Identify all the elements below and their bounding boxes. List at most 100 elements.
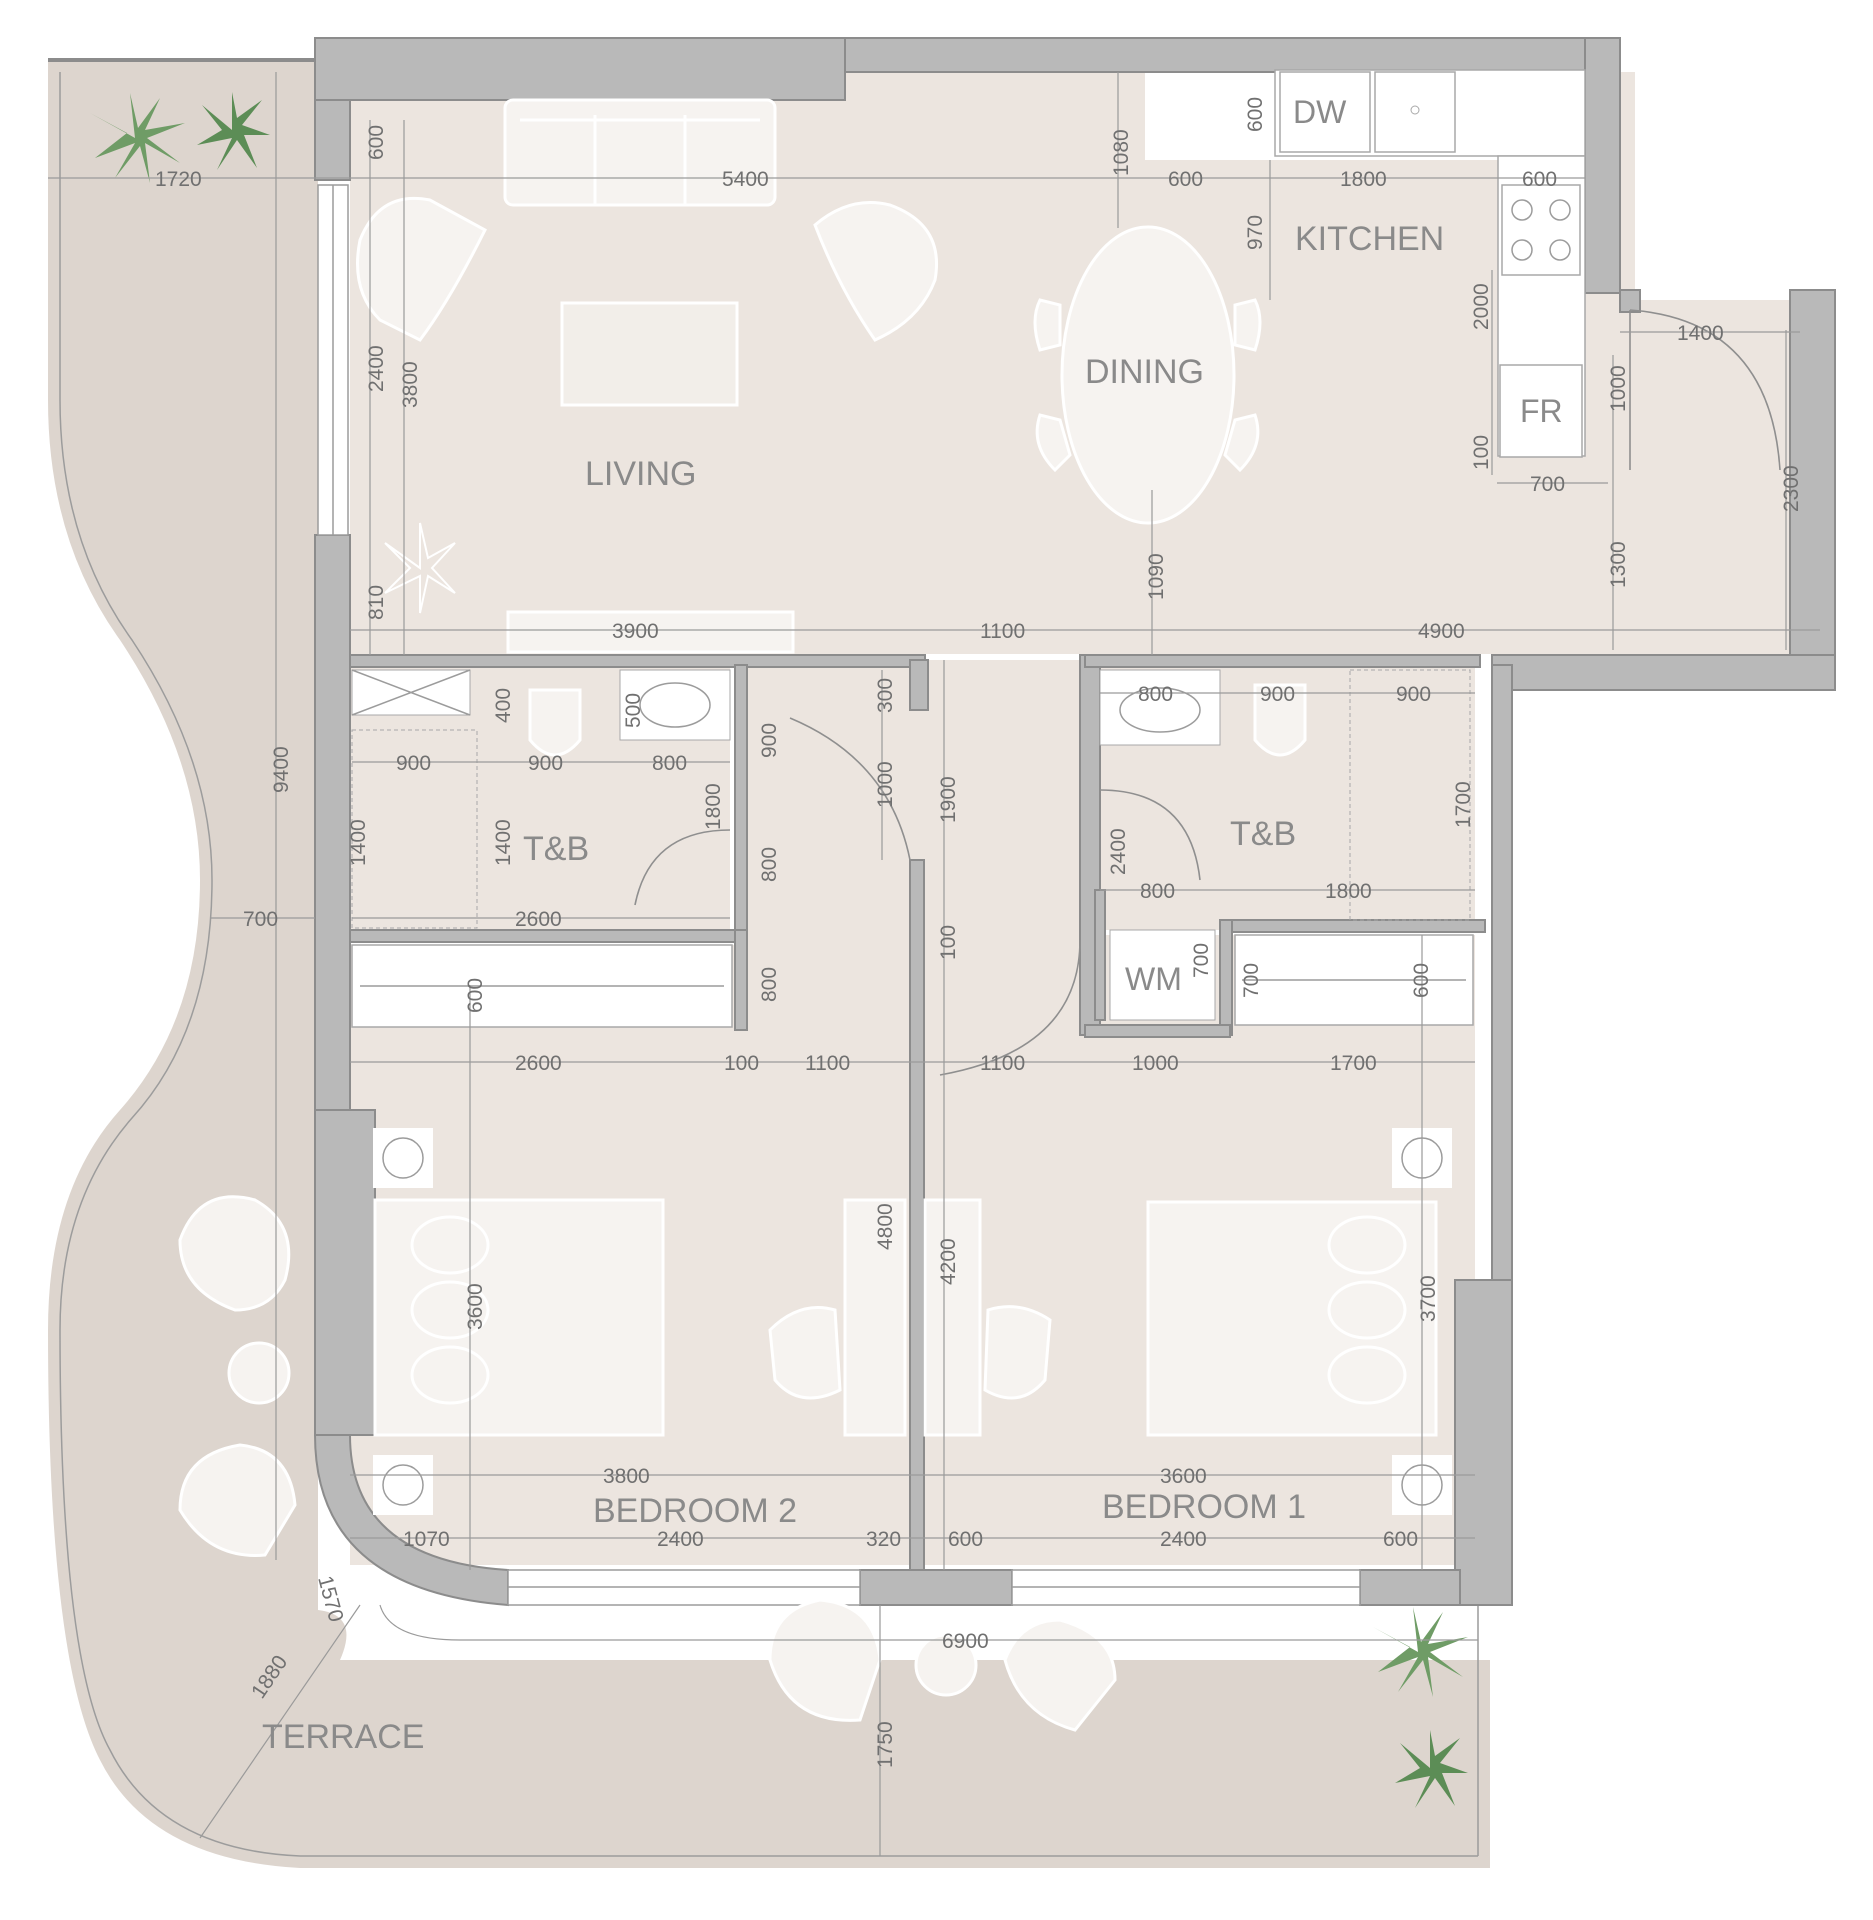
- dims-living: 1720 5400 600 2400 3800 810 3900 1100 49…: [155, 125, 1465, 643]
- dims-tb-right: 800 900 900 1700 2400 800 1800 700 700 6…: [1107, 683, 1475, 998]
- room-label-tb-left: T&B: [523, 830, 589, 868]
- dims-bedrooms: 9400 700 600 2600 100 1100 1100 1000 170…: [243, 746, 1440, 1551]
- svg-text:600: 600: [365, 125, 388, 160]
- svg-text:1000: 1000: [874, 761, 897, 808]
- sink-icon: [1374, 71, 1456, 153]
- svg-text:1090: 1090: [1145, 553, 1168, 600]
- desk-bedroom2-icon: [843, 1198, 907, 1437]
- dims-kitchen: 1080 600 600 1800 600 970 2000 1000 100 …: [1110, 97, 1803, 600]
- svg-text:600: 600: [1522, 168, 1557, 191]
- svg-text:900: 900: [1260, 683, 1295, 706]
- svg-text:1800: 1800: [1340, 168, 1387, 191]
- room-label-bedroom1: BEDROOM 1: [1102, 1488, 1306, 1526]
- svg-text:1000: 1000: [1607, 365, 1630, 412]
- armchair-right-icon: [813, 201, 938, 342]
- svg-text:500: 500: [622, 693, 645, 728]
- svg-text:1400: 1400: [347, 819, 370, 866]
- svg-text:900: 900: [528, 752, 563, 775]
- svg-text:4800: 4800: [874, 1203, 897, 1250]
- svg-text:1750: 1750: [874, 1721, 897, 1768]
- svg-text:9400: 9400: [270, 746, 293, 793]
- svg-text:800: 800: [1140, 880, 1175, 903]
- svg-text:700: 700: [243, 908, 278, 931]
- svg-text:2600: 2600: [515, 1052, 562, 1075]
- fridge-icon: [1499, 364, 1583, 458]
- svg-text:3800: 3800: [399, 361, 422, 408]
- desk-bedroom1-icon: [923, 1198, 982, 1437]
- armchair-left-icon: [356, 196, 487, 342]
- svg-text:2400: 2400: [1107, 828, 1130, 875]
- svg-text:1400: 1400: [492, 819, 515, 866]
- tb-right-fixtures: [1099, 669, 1471, 1021]
- dining-table-icon: [1033, 225, 1262, 525]
- bed-bedroom1-icon: [1146, 1200, 1438, 1437]
- tv-console-icon: [506, 610, 795, 654]
- walls: [313, 37, 1836, 1607]
- svg-text:800: 800: [652, 752, 687, 775]
- svg-text:1070: 1070: [403, 1528, 450, 1551]
- svg-text:600: 600: [464, 978, 487, 1013]
- terrace-side-table-icon: [227, 1341, 291, 1405]
- svg-text:300: 300: [874, 678, 897, 713]
- svg-text:1000: 1000: [1132, 1052, 1179, 1075]
- svg-text:1720: 1720: [155, 168, 202, 191]
- tb-left-fixtures: [351, 669, 731, 929]
- svg-text:2600: 2600: [515, 908, 562, 931]
- svg-text:6900: 6900: [942, 1630, 989, 1653]
- dimension-lines: [48, 72, 1820, 1856]
- svg-text:600: 600: [948, 1528, 983, 1551]
- svg-text:1700: 1700: [1452, 781, 1475, 828]
- svg-text:1800: 1800: [1325, 880, 1372, 903]
- svg-text:5400: 5400: [722, 168, 769, 191]
- room-label-living: LIVING: [585, 455, 696, 493]
- svg-text:700: 700: [1240, 963, 1263, 998]
- windows: [317, 184, 1361, 1606]
- appliance-label-wm: WM: [1125, 961, 1182, 997]
- svg-text:3600: 3600: [464, 1283, 487, 1330]
- svg-text:1900: 1900: [937, 776, 960, 823]
- room-label-terrace: TERRACE: [262, 1718, 424, 1756]
- terrace-edge: [59, 72, 1478, 1857]
- terrace-floor: [48, 60, 1490, 1868]
- svg-text:1100: 1100: [980, 620, 1025, 643]
- svg-text:600: 600: [1168, 168, 1203, 191]
- appliance-label-fr: FR: [1520, 393, 1563, 429]
- svg-text:2400: 2400: [1160, 1528, 1207, 1551]
- bed-bedroom2-icon: [373, 1198, 665, 1437]
- svg-text:4900: 4900: [1418, 620, 1465, 643]
- svg-text:100: 100: [1470, 435, 1493, 470]
- svg-text:600: 600: [1410, 963, 1433, 998]
- plant-icon: [90, 92, 1468, 1808]
- terrace-table-icon: [914, 1633, 978, 1697]
- svg-text:1300: 1300: [1607, 541, 1630, 588]
- dims-tb-left: 400 500 900 900 800 1800 1400 1400 2600 …: [347, 678, 960, 1002]
- svg-text:3900: 3900: [612, 620, 659, 643]
- room-label-tb-right: T&B: [1230, 815, 1296, 853]
- svg-text:1100: 1100: [980, 1052, 1025, 1075]
- svg-text:3800: 3800: [603, 1465, 650, 1488]
- svg-text:3700: 3700: [1417, 1275, 1440, 1322]
- wardrobe-bedroom2: [351, 944, 733, 1028]
- svg-text:100: 100: [724, 1052, 759, 1075]
- coffee-table-icon: [560, 301, 739, 407]
- doors: [634, 309, 1781, 1076]
- svg-text:900: 900: [1396, 683, 1431, 706]
- dishwasher-icon: [1279, 71, 1371, 153]
- wardrobe-bedroom1: [1234, 934, 1474, 1026]
- svg-text:700: 700: [1530, 473, 1565, 496]
- desk-chair-bedroom2-icon: [768, 1306, 842, 1400]
- cooktop-icon: [1501, 184, 1581, 276]
- svg-text:400: 400: [492, 688, 515, 723]
- svg-text:4200: 4200: [937, 1238, 960, 1285]
- svg-text:2400: 2400: [365, 345, 388, 392]
- room-label-dining: DINING: [1085, 353, 1204, 391]
- svg-text:600: 600: [1244, 97, 1267, 132]
- svg-text:2400: 2400: [657, 1528, 704, 1551]
- room-label-bedroom2: BEDROOM 2: [593, 1492, 797, 1530]
- svg-text:800: 800: [758, 967, 781, 1002]
- svg-text:1700: 1700: [1330, 1052, 1377, 1075]
- desk-chair-bedroom1-icon: [983, 1305, 1052, 1400]
- svg-text:800: 800: [758, 847, 781, 882]
- svg-text:810: 810: [365, 585, 388, 620]
